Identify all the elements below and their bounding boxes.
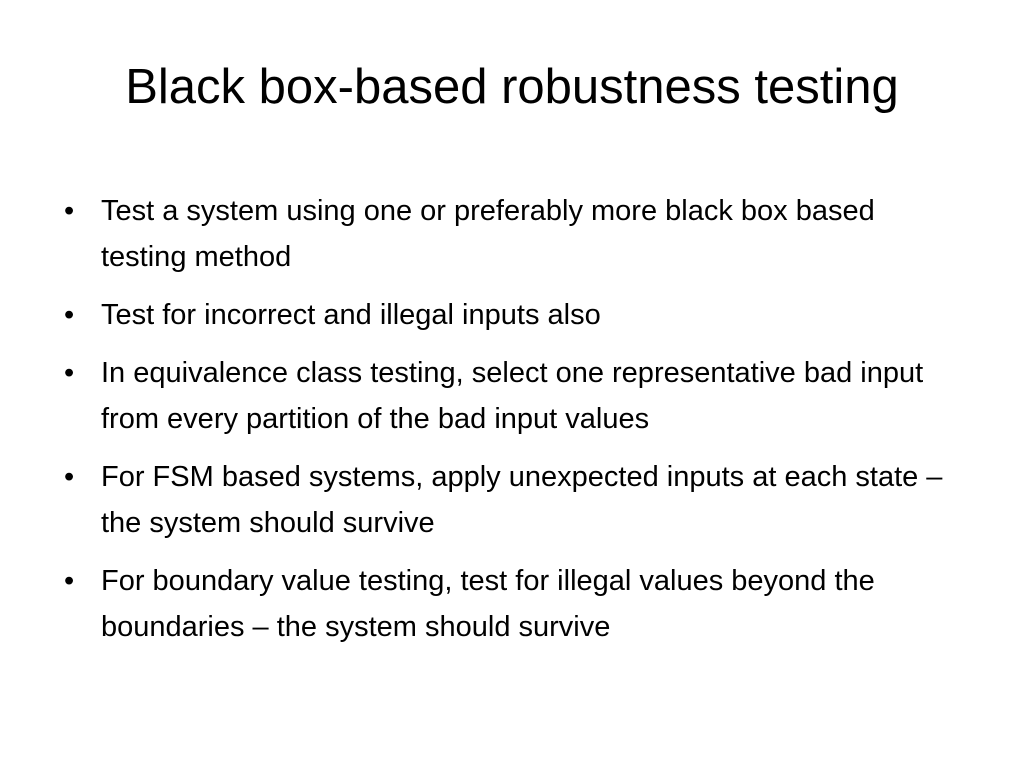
bullet-text: For FSM based systems, apply unexpected … (101, 461, 943, 539)
bullet-dot-icon: • (64, 461, 75, 493)
bullet-item: • Test a system using one or preferably … (64, 188, 964, 280)
bullet-item: • For FSM based systems, apply unexpecte… (64, 454, 964, 546)
bullet-list: • Test a system using one or preferably … (64, 188, 964, 662)
bullet-dot-icon: • (64, 565, 75, 597)
bullet-text: For boundary value testing, test for ill… (101, 565, 875, 643)
bullet-dot-icon: • (64, 195, 75, 227)
bullet-text: In equivalence class testing, select one… (101, 357, 924, 435)
bullet-item: • Test for incorrect and illegal inputs … (64, 292, 964, 338)
bullet-text: Test a system using one or preferably mo… (101, 195, 875, 273)
bullet-dot-icon: • (64, 299, 75, 331)
bullet-item: • In equivalence class testing, select o… (64, 350, 964, 442)
bullet-text: Test for incorrect and illegal inputs al… (101, 299, 601, 331)
slide-title: Black box-based robustness testing (125, 60, 899, 114)
bullet-dot-icon: • (64, 357, 75, 389)
bullet-item: • For boundary value testing, test for i… (64, 558, 964, 650)
